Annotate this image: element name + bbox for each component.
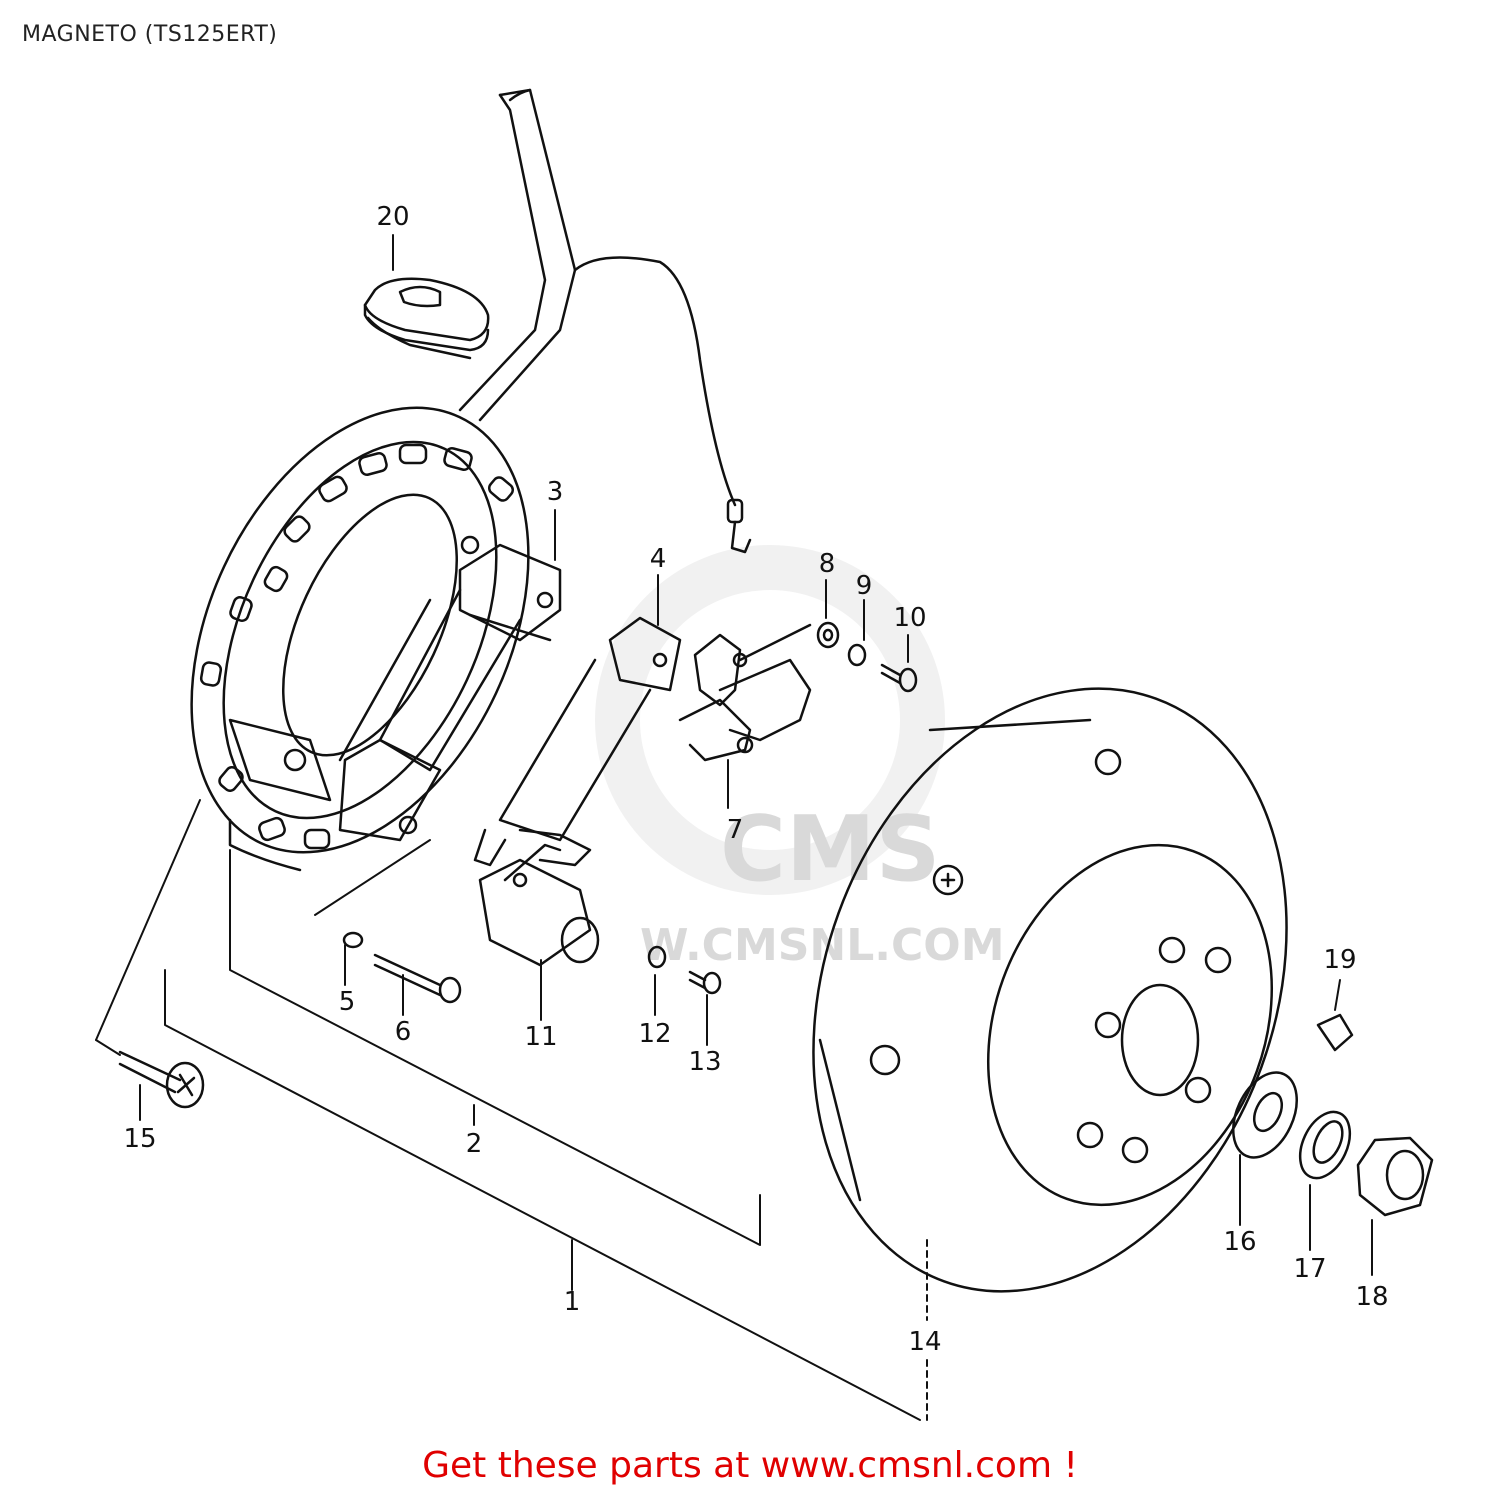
- callout-17: 17: [1293, 1254, 1326, 1284]
- callout-20: 20: [376, 202, 409, 232]
- callout-labels: 1 2 3 4 5 6 7 8 9 10 11 12 13 14 15 16 1…: [123, 202, 1388, 1357]
- condenser: [478, 843, 600, 967]
- lockwasher-12: [647, 945, 667, 969]
- nut-18: [1356, 1136, 1434, 1217]
- callout-10: 10: [893, 603, 926, 633]
- screw-10: [880, 663, 918, 693]
- callout-13: 13: [688, 1047, 721, 1077]
- callout-12: 12: [638, 1019, 671, 1049]
- callout-4: 4: [650, 544, 667, 574]
- screw-15: [118, 1050, 205, 1109]
- callout-18: 18: [1355, 1282, 1388, 1312]
- leader-lines: [95, 234, 1373, 1421]
- callout-9: 9: [856, 571, 873, 601]
- screw-13: [688, 970, 722, 995]
- callout-14: 14: [908, 1327, 941, 1357]
- key-19: [1316, 1013, 1354, 1052]
- page-title: MAGNETO (TS125ERT): [22, 22, 278, 47]
- callout-2: 2: [466, 1129, 483, 1159]
- stator-plate: [190, 406, 530, 872]
- grommet: [363, 277, 490, 360]
- callout-6: 6: [395, 1017, 412, 1047]
- lockwasher-9: [847, 643, 867, 667]
- contact-breaker: [678, 623, 812, 762]
- callout-5: 5: [339, 987, 356, 1017]
- washer-5: [342, 931, 364, 949]
- flywheel-rotor: [812, 687, 1288, 1293]
- footer-link-text[interactable]: Get these parts at www.cmsnl.com !: [422, 1445, 1078, 1486]
- coil-4: [473, 616, 682, 867]
- screw-6: [373, 953, 462, 1004]
- watermark-url: W.CMSNL.COM: [640, 920, 1004, 971]
- plate-slots: [199, 443, 515, 850]
- stator-cable: [458, 88, 577, 422]
- lead-wire: [573, 256, 752, 554]
- watermark: CMS W.CMSNL.COM: [595, 545, 1004, 971]
- callout-3: 3: [547, 477, 564, 507]
- callout-8: 8: [819, 549, 836, 579]
- spring-washer-17: [1298, 1110, 1352, 1180]
- callout-1: 1: [564, 1287, 581, 1317]
- callout-7: 7: [727, 815, 744, 845]
- coil-3: [338, 543, 562, 842]
- callout-16: 16: [1223, 1227, 1256, 1257]
- washer-8: [816, 621, 840, 649]
- callout-11: 11: [524, 1022, 557, 1052]
- washer-16: [1232, 1071, 1298, 1159]
- watermark-brand: CMS: [720, 797, 940, 902]
- callout-19: 19: [1323, 945, 1356, 975]
- callout-15: 15: [123, 1124, 156, 1154]
